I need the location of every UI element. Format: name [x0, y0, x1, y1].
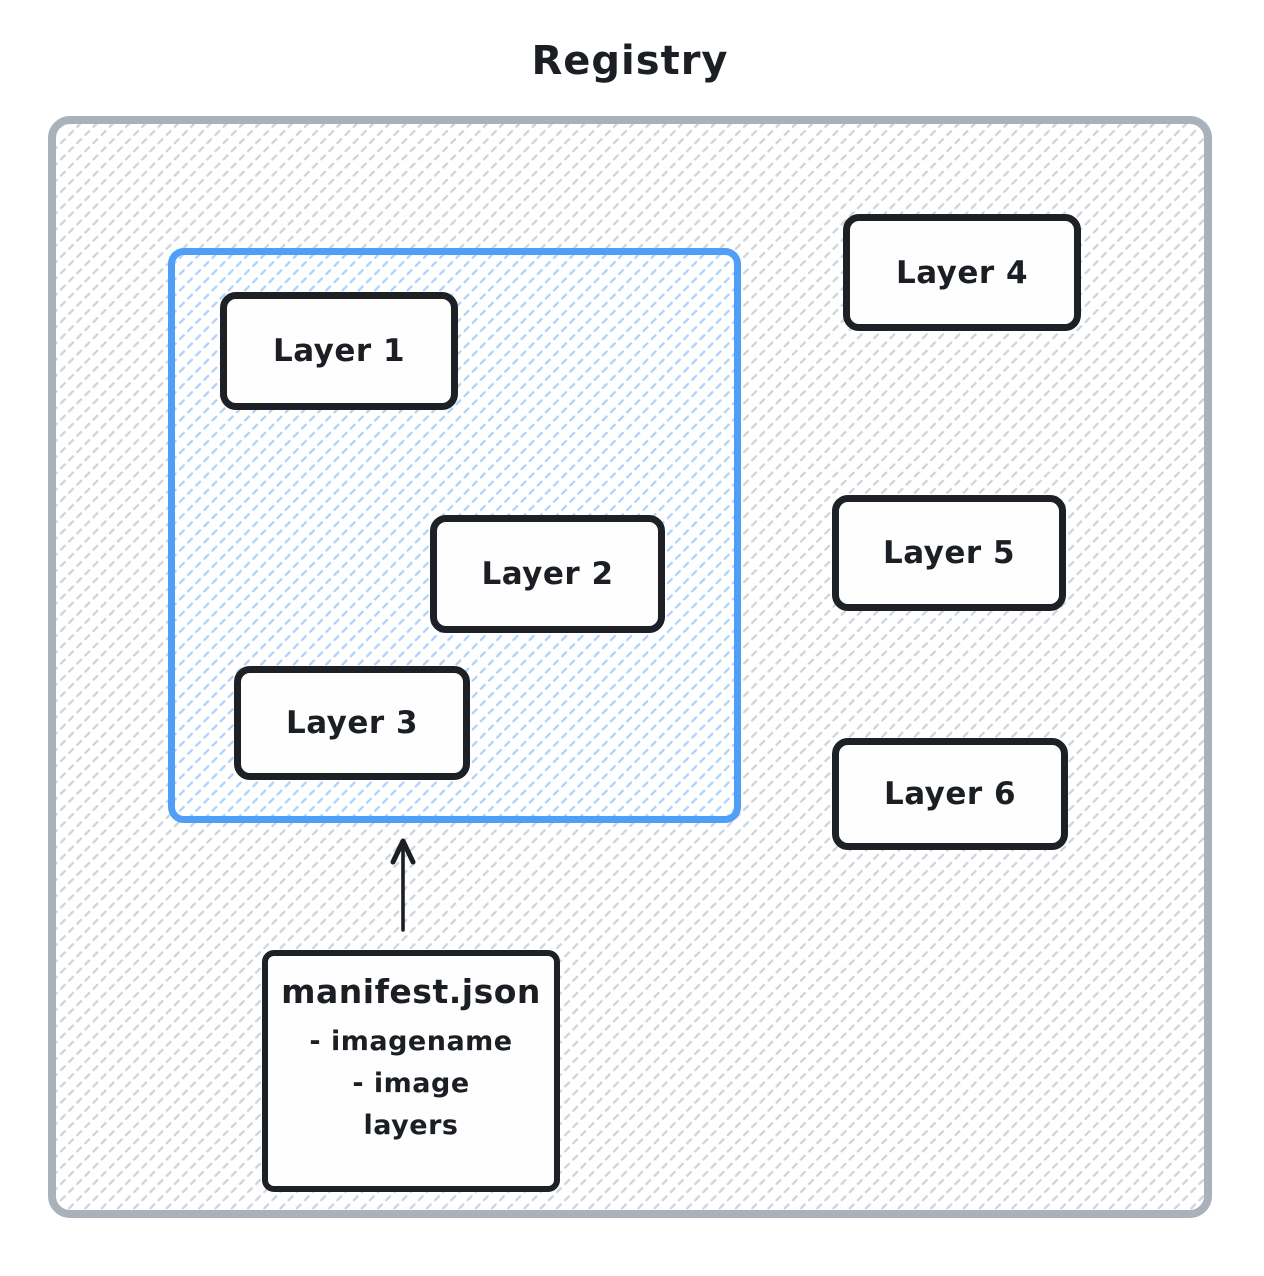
- layer-6-label: Layer 6: [883, 776, 1017, 812]
- layer-2-label: Layer 2: [481, 556, 614, 592]
- manifest-title: manifest.json: [281, 972, 541, 1011]
- arrow-head-icon: [390, 838, 416, 865]
- manifest-line-imagename: - imagename: [309, 1026, 513, 1057]
- layer-4-label: Layer 4: [895, 254, 1029, 291]
- layer-5-label: Layer 5: [882, 535, 1016, 571]
- manifest-line-layers: layers: [363, 1109, 459, 1141]
- layer-4-node: Layer 4: [843, 214, 1081, 331]
- layer-1-node: Layer 1: [220, 292, 458, 410]
- layer-6-node: Layer 6: [832, 738, 1068, 850]
- layer-1-label: Layer 1: [272, 333, 406, 369]
- manifest-line-image: - image: [352, 1067, 470, 1099]
- layer-3-node: Layer 3: [234, 666, 470, 780]
- layer-2-node: Layer 2: [430, 515, 665, 633]
- manifest-node: manifest.json - imagename - image layers: [262, 950, 560, 1192]
- layer-5-node: Layer 5: [832, 495, 1066, 611]
- layer-3-label: Layer 3: [285, 705, 419, 741]
- manifest-to-layers-arrow: [390, 838, 416, 932]
- diagram-title: Registry: [531, 38, 729, 84]
